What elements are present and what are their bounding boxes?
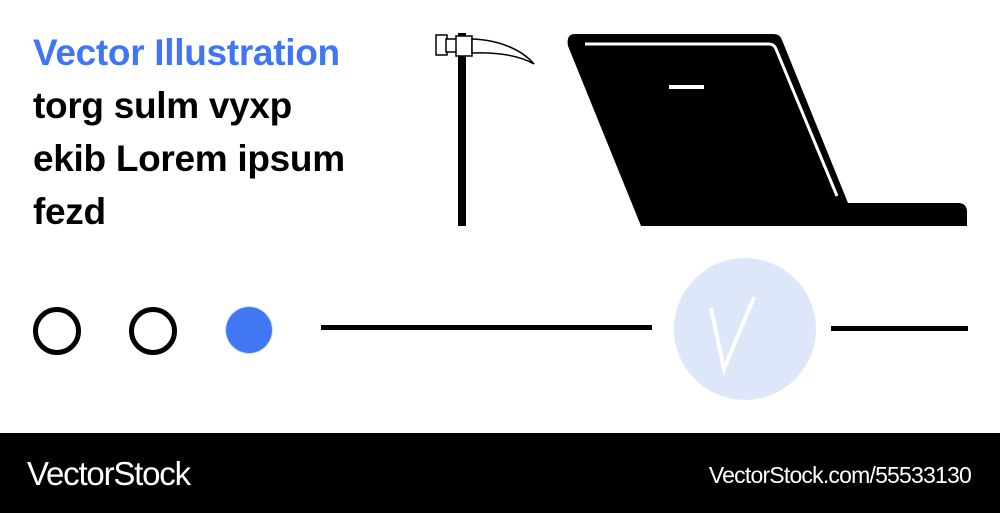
footer-bar: VectorStock VectorStock.com/55533130	[0, 433, 1000, 513]
laptop-icon	[565, 30, 970, 233]
headline-title: Vector Illustration	[33, 32, 340, 73]
check-circle	[674, 258, 816, 400]
step-indicator-1	[33, 307, 81, 355]
pickaxe-icon	[430, 30, 540, 235]
headline-line-1: torg sulm vyxp	[33, 85, 292, 126]
headline-line-3: fezd	[33, 191, 106, 232]
step-indicator-active	[226, 307, 272, 353]
progress-line-right	[831, 326, 968, 331]
headline-line-2: ekib Lorem ipsum	[33, 138, 345, 179]
image-reference: VectorStock.com/55533130	[708, 462, 972, 488]
progress-line-left	[321, 325, 652, 330]
brand-logo: VectorStock	[27, 455, 191, 492]
headline: Vector Illustration torg sulm vyxp ekib …	[33, 26, 345, 238]
checkmark-icon	[709, 296, 756, 376]
step-indicator-2	[129, 307, 177, 355]
